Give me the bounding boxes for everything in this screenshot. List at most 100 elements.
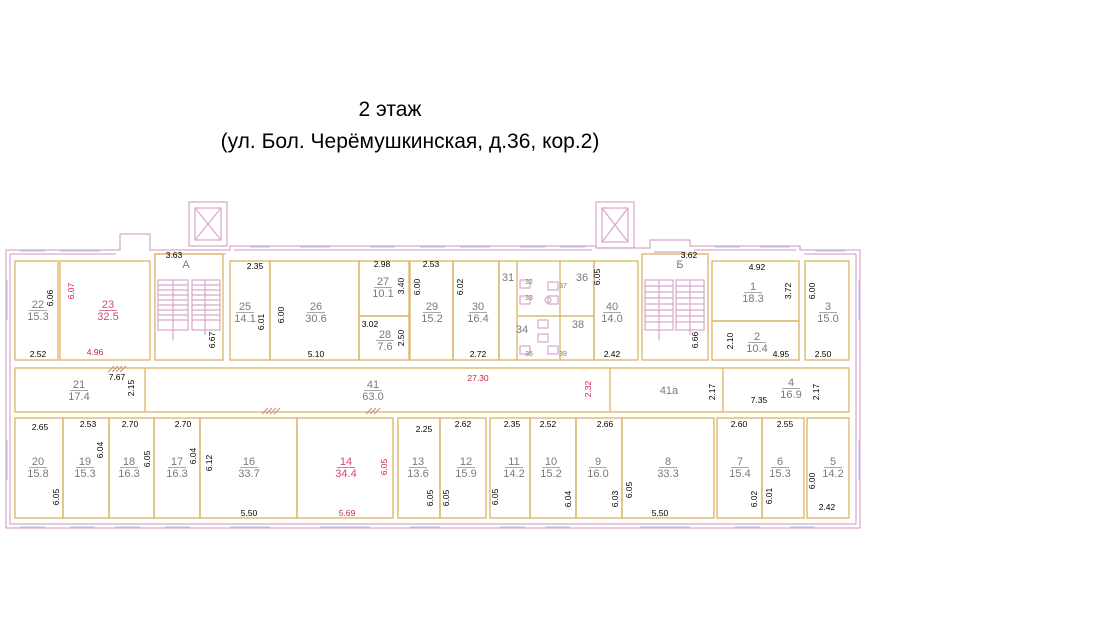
room-number: 4 bbox=[788, 377, 794, 389]
small-room-number: 37 bbox=[559, 283, 567, 290]
room-number: 13 bbox=[412, 456, 424, 468]
dimension-value: 27.30 bbox=[467, 373, 489, 383]
dimension-value: 6.04 bbox=[563, 490, 573, 507]
staircase-b-steps bbox=[644, 279, 705, 340]
dimension-value: 3.62 bbox=[681, 250, 698, 260]
room-number: 31 bbox=[502, 272, 514, 284]
room-number: 11 bbox=[508, 456, 519, 468]
room-area: 15.8 bbox=[27, 468, 48, 480]
room-number: 20 bbox=[32, 456, 44, 468]
room-area: 18.3 bbox=[742, 293, 763, 305]
room-number: 14 bbox=[340, 456, 352, 468]
room-area: 14.2 bbox=[503, 468, 524, 480]
dimension-value: 2.66 bbox=[597, 419, 614, 429]
room-area: 16.4 bbox=[467, 313, 488, 325]
dimension-value: 6.06 bbox=[45, 289, 55, 306]
room-area: 15.3 bbox=[27, 311, 48, 323]
room-number: 19 bbox=[79, 456, 91, 468]
room-number: 12 bbox=[460, 456, 472, 468]
dimension-value: 6.05 bbox=[490, 488, 500, 505]
dimension-value: 6.05 bbox=[51, 488, 61, 505]
dimension-value: 6.07 bbox=[66, 282, 76, 299]
room-area: 14.2 bbox=[822, 468, 843, 480]
dimension-value: 6.03 bbox=[610, 490, 620, 507]
room-number: 5 bbox=[830, 456, 836, 468]
dimension-value: 2.53 bbox=[80, 419, 97, 429]
dimension-value: 6.05 bbox=[425, 489, 435, 506]
dimension-value: 6.05 bbox=[624, 481, 634, 498]
room-number: 6 bbox=[777, 456, 783, 468]
interior-walls bbox=[14, 253, 850, 519]
floor-title: 2 этаж bbox=[358, 98, 422, 121]
dimension-value: 2.55 bbox=[777, 419, 794, 429]
dimension-value: 2.70 bbox=[122, 419, 139, 429]
room-number: 7 bbox=[737, 456, 743, 468]
dimension-value: 2.70 bbox=[175, 419, 192, 429]
room-area: 16.9 bbox=[780, 389, 801, 401]
staircase-a-steps bbox=[157, 279, 221, 340]
dimension-value: 6.66 bbox=[690, 331, 700, 348]
dimension-value: 6.00 bbox=[807, 472, 817, 489]
windows bbox=[6, 246, 860, 528]
room-number: 41a bbox=[660, 385, 679, 397]
dimension-value: 2.32 bbox=[583, 380, 593, 397]
dimension-value: 2.53 bbox=[423, 259, 440, 269]
dimension-value: 2.62 bbox=[455, 419, 472, 429]
dimension-value: 2.42 bbox=[604, 349, 621, 359]
dimension-value: 6.05 bbox=[379, 458, 389, 475]
dimension-value: 2.72 bbox=[470, 349, 487, 359]
dimension-value: 5.69 bbox=[339, 508, 356, 518]
dimension-value: 6.67 bbox=[207, 331, 217, 348]
dimension-value: 2.25 bbox=[416, 424, 433, 434]
room-area: 15.3 bbox=[74, 468, 95, 480]
room-area: 15.2 bbox=[421, 313, 442, 325]
dimension-value: 4.96 bbox=[87, 347, 104, 357]
room-area: 14.0 bbox=[601, 313, 622, 325]
room-number: 9 bbox=[595, 456, 601, 468]
room-area: 33.7 bbox=[238, 468, 259, 480]
room-area: 15.9 bbox=[455, 468, 476, 480]
dimension-value: 2.10 bbox=[725, 332, 735, 349]
dimension-value: 3.02 bbox=[362, 319, 379, 329]
room-area: 13.6 bbox=[407, 468, 428, 480]
room-number: 27 bbox=[377, 276, 389, 288]
dimension-value: 2.52 bbox=[540, 419, 557, 429]
room-area: 17.4 bbox=[68, 391, 89, 403]
room-area: 10.4 bbox=[746, 343, 767, 355]
dimension-value: 2.50 bbox=[396, 329, 406, 346]
room-number: 22 bbox=[32, 299, 44, 311]
dimension-value: 6.05 bbox=[592, 268, 602, 285]
room-number: 3 bbox=[825, 301, 831, 313]
room-number: 8 bbox=[665, 456, 671, 468]
dimension-value: 6.02 bbox=[455, 278, 465, 295]
dimension-value: 2.15 bbox=[126, 379, 136, 396]
dimension-value: 2.52 bbox=[30, 349, 47, 359]
room-number: 41 bbox=[367, 379, 379, 391]
dimension-value: 6.05 bbox=[441, 489, 451, 506]
hatched-columns bbox=[107, 365, 381, 415]
room-area: 32.5 bbox=[97, 311, 118, 323]
dimension-value: 6.04 bbox=[95, 441, 105, 458]
dimension-value: 2.50 bbox=[815, 349, 832, 359]
dimension-value: 6.04 bbox=[188, 447, 198, 464]
dimension-value: 6.01 bbox=[764, 487, 774, 504]
dimension-value: 6.01 bbox=[256, 313, 266, 330]
room-area: 15.2 bbox=[540, 468, 561, 480]
dimension-value: 5.50 bbox=[241, 508, 258, 518]
room-number: 28 bbox=[379, 329, 391, 341]
room-area: 7.6 bbox=[377, 341, 392, 353]
room-number: 29 bbox=[426, 301, 438, 313]
small-room-number: 35 bbox=[525, 351, 533, 358]
room-labels: 2215.32332.52514.12630.62710.1287.62915.… bbox=[27, 272, 843, 480]
dimension-value: 6.00 bbox=[412, 278, 422, 295]
dimension-value: 3.63 bbox=[166, 250, 183, 260]
small-room-number: 32 bbox=[525, 279, 533, 286]
room-area: 16.3 bbox=[118, 468, 139, 480]
room-number: 25 bbox=[239, 301, 251, 313]
dimension-value: 6.02 bbox=[749, 490, 759, 507]
room-area: 16.3 bbox=[166, 468, 187, 480]
room-number: 10 bbox=[545, 456, 557, 468]
dimension-value: 6.00 bbox=[276, 306, 286, 323]
dimension-value: 2.35 bbox=[504, 419, 521, 429]
